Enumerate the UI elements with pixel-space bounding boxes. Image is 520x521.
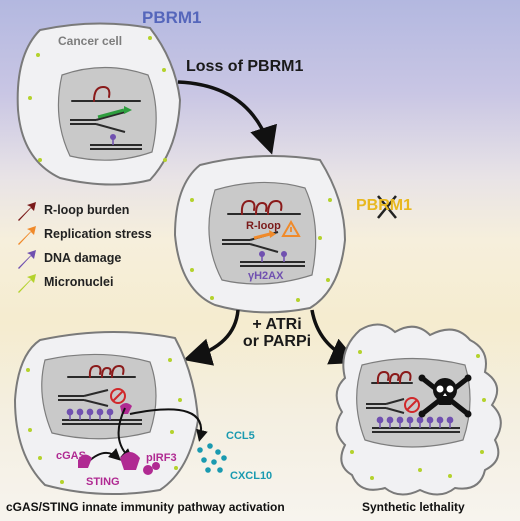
cgas-icon (78, 454, 92, 468)
cgas-label: cGAS (56, 450, 86, 462)
legend-replication-stress: Replication stress (44, 227, 152, 241)
cancer-cell-label: Cancer cell (58, 34, 123, 48)
dna-2 (240, 251, 305, 267)
cytokine-cluster (197, 443, 227, 473)
rloop-1 (71, 85, 141, 102)
loss-label: Loss of PBRM1 (186, 58, 304, 75)
replication-fork-3 (58, 388, 126, 407)
replication-fork-1 (70, 106, 132, 133)
header-title: PBRM1 (142, 8, 202, 27)
treatment-line-2: or PARPi (242, 333, 312, 350)
rloop-3 (67, 364, 136, 378)
rloop-4 (371, 370, 413, 384)
cxcl10-label: CXCL10 (230, 470, 273, 482)
left-outcome-caption: cGAS/STING innate immunity pathway activ… (6, 500, 285, 514)
micronuclei-3 (26, 358, 182, 484)
right-outcome-caption: Synthetic lethality (362, 500, 465, 514)
sting-label: STING (86, 476, 120, 488)
treatment-label: + ATRi or PARPi (238, 316, 316, 350)
legend-arrow-rloop-icon (18, 202, 36, 221)
legend-rloop: R-loop burden (44, 203, 130, 217)
rloop-2 (227, 199, 301, 215)
loss-arrow (177, 80, 277, 155)
legend-arrow-damage-icon (18, 250, 36, 269)
stall-warning-icon (281, 219, 301, 237)
legend-arrow-replication-icon (18, 226, 36, 245)
legend-dna-damage: DNA damage (44, 251, 122, 265)
micronuclei-4 (350, 350, 486, 480)
micronuclei-2 (190, 198, 332, 302)
skull-crossbones-icon (418, 374, 472, 418)
lost-gene-label: PBRM1 (356, 197, 413, 214)
legend-micronuclei: Micronuclei (44, 275, 114, 289)
cgas-sting-pathway (78, 407, 208, 475)
ccl5-label: CCL5 (226, 430, 255, 442)
legend-arrow-micronuclei-icon (18, 274, 36, 293)
replication-fork-4 (366, 397, 420, 414)
nucleus-2 (208, 181, 317, 285)
treatment-line-1: + ATRi (252, 316, 302, 333)
legend-arrows (18, 202, 36, 293)
gene-cross-mark (377, 195, 397, 219)
dna-4 (372, 416, 460, 433)
pirf3-label: pIRF3 (146, 452, 177, 464)
treatment-arrow-left (183, 309, 240, 366)
sting-icon (120, 452, 140, 470)
rloop-label: R-loop (246, 220, 281, 232)
replication-fork-2 (222, 219, 301, 253)
dna-1 (90, 134, 142, 150)
damage-label: γH2AX (248, 270, 284, 282)
micronuclei-1 (28, 36, 167, 162)
pirf3-icon (143, 465, 153, 475)
